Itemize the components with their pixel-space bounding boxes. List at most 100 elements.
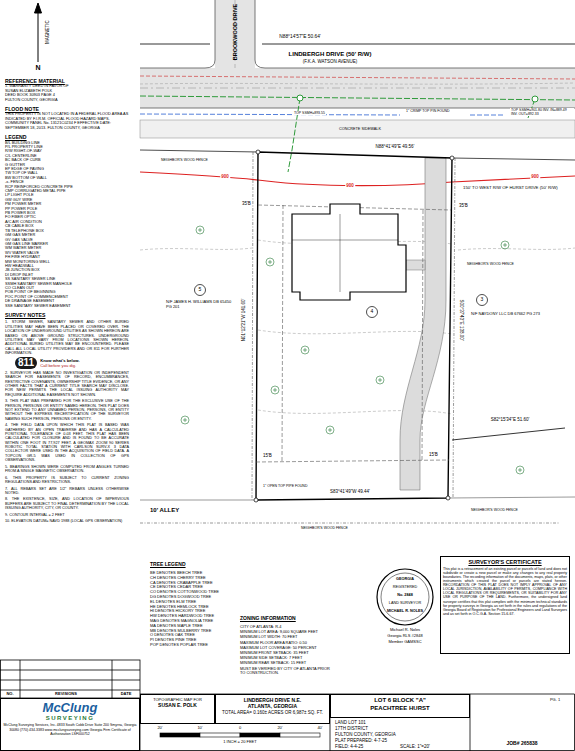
- logo-811: 811: [15, 357, 37, 369]
- seal-text: MICHAEL R. NOLES: [387, 609, 423, 613]
- seal-text: No. 2848: [397, 593, 413, 597]
- note-text: 8. THE EXISTENCE, SIZE, AND LOCATION OF …: [5, 497, 129, 510]
- callout-number: 5: [199, 287, 202, 293]
- callout-number: 3: [481, 297, 484, 303]
- pin-note: 1" OPEN TOP PIPE FOUND: [262, 484, 308, 488]
- title-block-cell: TOPOGRAPHIC MAP FORSUSAN E. POLK: [140, 694, 215, 724]
- utility-note: TOP SSMH=901.80 INV. IN=889.49 INV. OUT=…: [510, 108, 574, 116]
- surveyor-name: Michael R. Noles: [390, 628, 420, 633]
- zoning-line: MUST BE VERIFIED BY CITY OF ATLANTA PRIO…: [240, 667, 332, 676]
- note-text: 6. THIS PROPERTY IS SUBJECT TO CURRENT Z…: [5, 476, 129, 485]
- node-text: McClung: [3, 701, 137, 715]
- north-label: N: [35, 64, 40, 72]
- plat-info: FULTON COUNTY, GEORGIA: [335, 732, 396, 737]
- setback-label: 35'B: [241, 201, 252, 206]
- note-text: 7. ALL REBARS SET ARE 1/2" REBARS UNLESS…: [5, 487, 129, 496]
- street-name: BROOKWOOD DRIVE: [232, 4, 238, 61]
- title-block-cell: LINDBERGH DRIVE N.E.ATLANTA, GEORGIATOTA…: [215, 694, 330, 724]
- contour-label: 900: [530, 174, 540, 179]
- node-text: This plat is a retracement of an existin…: [443, 567, 567, 617]
- scale-caption: 1 INCH = 20 FEET: [223, 740, 256, 745]
- title-block-cell: LOT 6 BLOCK "A"PEACHTREE HURST: [330, 694, 470, 718]
- legend-entry: SSE SANITARY SEWER EASEMENT: [5, 304, 129, 308]
- node-text: TOTAL AREA= 0.160± ACRES OR 6,987± SQ. F…: [218, 710, 327, 715]
- bearing-distance: N01°12'21"W 141.60': [241, 298, 246, 343]
- note-text: 4. THE FIELD DATA UPON WHICH THIS PLAT I…: [5, 423, 129, 462]
- seal-text: LAND SURVEYOR: [389, 601, 421, 605]
- node-text: LINDBERGH DRIVE N.E.: [218, 697, 327, 703]
- title-block: [0, 660, 575, 751]
- pin-note: 1" CRIMP TOP PIN FOUND: [405, 109, 451, 113]
- node-text: SURVEYOR'S CERTIFICATE: [443, 559, 567, 566]
- north-label: MAGNETIC: [45, 20, 50, 44]
- note-text: 9. CONTOUR INTERVAL = 2 FEET: [5, 513, 129, 517]
- contours: [140, 83, 575, 414]
- dig-slogan: Know what's below.: [40, 358, 79, 363]
- notes-column: REFERENCE MATERIAL1. WARRANTY DEED IN FA…: [5, 74, 129, 524]
- street-name: LINDBERGH DRIVE (50' R/W): [289, 51, 372, 58]
- zoning-line: CITY OF ATLANTA: R-4: [240, 625, 332, 629]
- note-text: FULTON COUNTY, GEORGIA: [5, 98, 129, 102]
- utility-lines: [140, 76, 575, 172]
- fence-note: NEIGHBOR'S WOOD FENCE: [300, 526, 349, 530]
- scale-number: 20': [277, 726, 282, 731]
- fence-note: NEIGHBOR'S WOOD FENCE: [470, 508, 519, 512]
- zoning-line: MINIMUM LOT WIDTH: 70 FEET: [240, 635, 332, 639]
- job-number: JOB# 265838: [506, 741, 537, 747]
- seal-text: REGISTERED: [393, 585, 418, 589]
- scale-number: 40': [317, 726, 322, 731]
- section-heading: ZONING INFORMATION: [240, 616, 296, 622]
- surveyor-name: Member GAMSSC: [388, 640, 421, 645]
- node-text: LOT 6 BLOCK "A": [333, 697, 467, 705]
- tree-legend-entry: POP DENOTES POPLAR TREE: [150, 643, 208, 648]
- note-text: 3. THIS PLAT WAS PREPARED FOR THE EXCLUS…: [5, 399, 129, 421]
- section-heading: SURVEY NOTES: [5, 312, 129, 318]
- plat-info: 17TH DISTRICT: [335, 726, 368, 731]
- setback-label: 35'B: [458, 203, 469, 208]
- streets: [140, 0, 575, 160]
- plat-info: FIELD: 4-4-25: [335, 744, 363, 749]
- page-number: PG. 1: [550, 698, 560, 703]
- index-contour: [140, 172, 575, 186]
- note-text: 1. STORM SEWER, SANITARY SEWER AND OTHER…: [5, 320, 129, 355]
- seal-text: GEORGIA: [396, 577, 414, 581]
- node-text: ATLANTA, GEORGIA: [218, 703, 327, 709]
- certificate-box: SURVEYOR'S CERTIFICATEThis plat is a ret…: [440, 556, 570, 654]
- plat-info: PLAT PREPARED: 4-7-25: [335, 738, 387, 743]
- node-text: SUSAN E. POLK: [143, 702, 212, 709]
- note-text: THIS PROPERTY IS NOT LOCATED IN A FEDERA…: [5, 112, 129, 130]
- zoning-line: MAXIMUM FLOOR AREA RATIO: 0.50: [240, 641, 332, 645]
- bearing-distance: N88°14'57"E 50.64': [278, 34, 321, 40]
- node-text: PEACHTREE HURST: [333, 705, 467, 713]
- scale-bar: [160, 733, 320, 737]
- contour-label: 900: [220, 174, 230, 179]
- fence-note: NEIGHBOR'S WOOD FENCE: [466, 262, 515, 266]
- section-heading: TREE LEGEND: [150, 562, 186, 568]
- table-header: NO.: [6, 692, 13, 697]
- dig-text: Know what's below.Call before you dig.: [40, 358, 79, 368]
- dig-slogan: Call before you dig.: [40, 363, 79, 368]
- node-text: McClung Surveying Services, Inc. 4833 So…: [3, 723, 137, 735]
- owner-note: N/F NAYDONY LLC DB 67662 PG 273: [470, 312, 552, 317]
- contour-label: 900: [345, 183, 355, 188]
- dig-logo: 811Know what's below.Call before you dig…: [15, 357, 129, 369]
- lot: [140, 150, 575, 523]
- bearing-distance: S00°37'43"E 138.00': [458, 298, 463, 341]
- scale-number: 20': [157, 726, 162, 731]
- table-header: DATE: [121, 692, 132, 697]
- scale-number: 0: [239, 726, 241, 731]
- sidewalk-label: CONCRETE SIDEWALK: [338, 127, 382, 131]
- zoning-line: MAXIMUM LOT COVERAGE: 50 PERCENT: [240, 646, 332, 650]
- utility-note: TOP SSMH=893.55: [293, 111, 326, 115]
- bearing-distance: S83°41'49"W 49.44': [329, 489, 371, 494]
- note-text: 2. SURVEYOR HAS MADE NO INVESTIGATION OR…: [5, 371, 129, 397]
- zoning-line: MINIMUM LOT AREA: 9,000 SQUARE FEET: [240, 630, 332, 634]
- node-text: SURVEYING: [3, 715, 137, 722]
- setback-label: 15'B: [428, 452, 439, 457]
- note-text: 5. BEARINGS SHOWN WERE COMPUTED FROM ANG…: [5, 465, 129, 474]
- bearing-distance: S82°15'34"E 51.60': [490, 417, 531, 422]
- note-text: 10. ELEVATION DATUM= NAVD 1988 (LOCAL GP…: [5, 519, 129, 523]
- scale-number: 10': [197, 726, 202, 731]
- zoning-line: MINIMUM FRONT SETBACK: 35 FEET: [240, 651, 332, 655]
